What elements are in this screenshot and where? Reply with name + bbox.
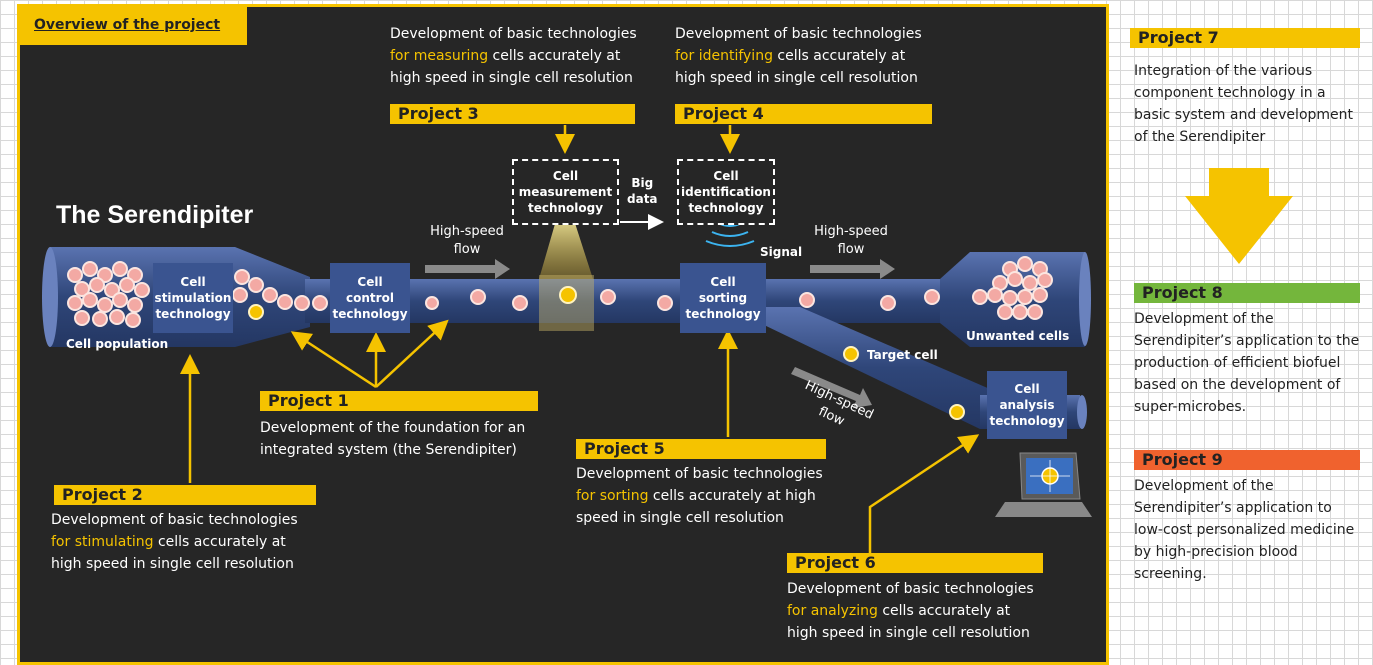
project-8-label: Project 8 (1134, 283, 1360, 303)
cell-cluster-right (972, 256, 1053, 320)
project-7-description: Integration of the various component tec… (1134, 63, 1354, 145)
right-reservoir-end (1079, 252, 1091, 346)
serendipiter-diagram (42, 125, 1092, 553)
project-5-label: Project 5 (576, 439, 826, 459)
overview-tab-label: Overview of the project (34, 17, 221, 33)
analysis-tube-end (1077, 395, 1087, 429)
project-1-description: Development of the foundation for an int… (260, 420, 526, 458)
project-9-description: Development of the Serendipiter’s applic… (1134, 478, 1355, 582)
down-arrow-icon (1185, 168, 1293, 264)
project-9-label: Project 9 (1134, 450, 1360, 470)
target-cell-label: Target cell (867, 348, 938, 362)
project-2-description: Development of basic technologies for st… (51, 512, 298, 572)
signal-label: Signal (760, 245, 803, 259)
overview-panel: Overview of the project (17, 4, 1109, 665)
target-cell-on-branch (843, 346, 859, 362)
signal-waves (705, 222, 755, 247)
project-5-description: Development of basic technologies for so… (576, 466, 823, 526)
cell-population-label: Cell population (66, 337, 169, 351)
unwanted-cells-label: Unwanted cells (966, 329, 1070, 343)
left-reservoir-end (42, 247, 58, 347)
target-cell-marker-left (248, 304, 264, 320)
project-3-label: Project 3 (390, 104, 635, 124)
project-4-label: Project 4 (675, 104, 932, 124)
flow-arrows (425, 259, 895, 408)
project-6-description: Development of basic technologies for an… (787, 581, 1034, 641)
project-1-label: Project 1 (260, 391, 538, 411)
project-arrows (180, 125, 980, 553)
target-cell-analysis (949, 404, 965, 420)
cell-cluster-left (67, 261, 328, 328)
project-8-description: Development of the Serendipiter’s applic… (1134, 311, 1360, 415)
tube-cells (425, 289, 940, 311)
laptop-icon (995, 452, 1092, 517)
measured-cell (559, 286, 577, 304)
project-2-label: Project 2 (54, 485, 316, 505)
overview-tab: Overview of the project (20, 7, 247, 45)
branch-tube (760, 307, 1020, 429)
system-title: The Serendipiter (56, 201, 254, 229)
main-tube (305, 279, 985, 323)
measurement-beam (539, 217, 593, 279)
project-3-description: Development of basic technologies for me… (390, 26, 637, 86)
project-4-description: Development of basic technologies for id… (675, 26, 922, 86)
project-6-label: Project 6 (787, 553, 1043, 573)
project-7-label: Project 7 (1130, 28, 1360, 48)
